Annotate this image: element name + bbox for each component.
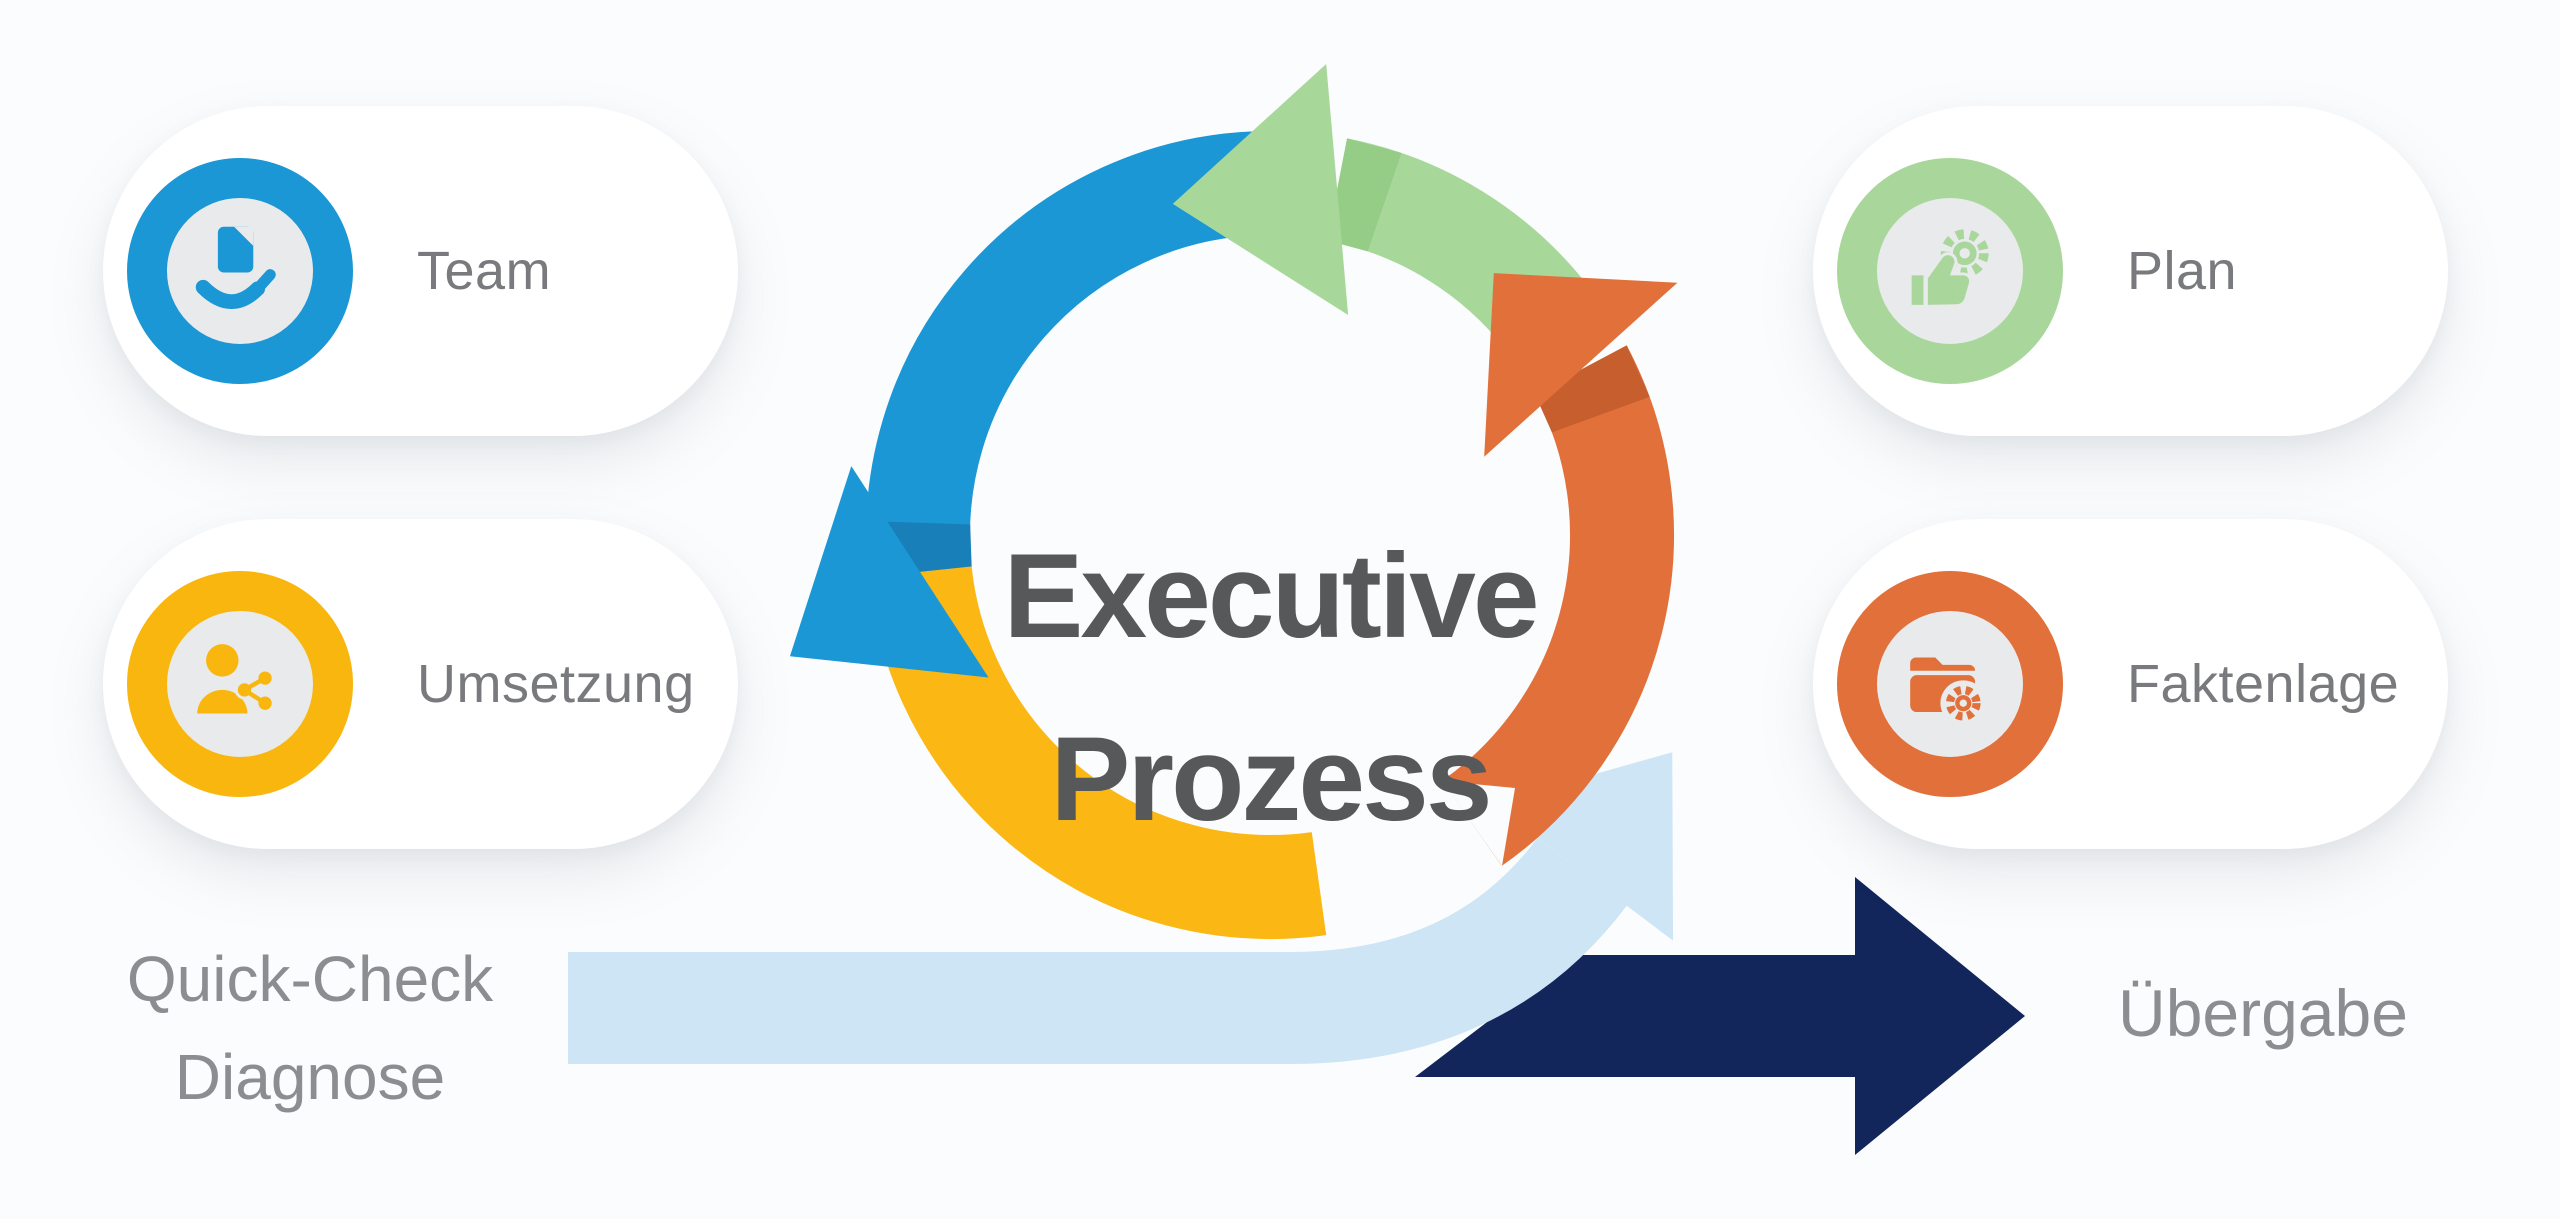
thumbs-up-gear-icon (1908, 229, 1989, 308)
flow-input-line2: Diagnose (174, 1041, 446, 1113)
flow-output-label: Übergabe (2118, 976, 2408, 1050)
team-arc-arrowhead (789, 466, 989, 678)
card-plan: Plan (1813, 106, 2448, 436)
flow-input-line1: Quick-Check (126, 943, 494, 1015)
card-label-umsetzung: Umsetzung (417, 654, 695, 714)
faktenlage-arc-arrowhead (1484, 273, 1678, 457)
faktenlage-icon-ring (1837, 571, 2063, 797)
plan-icon-ring (1837, 158, 2063, 384)
umsetzung-icon-ring (127, 571, 353, 797)
team-arc (866, 131, 1261, 578)
card-label-faktenlage: Faktenlage (2127, 654, 2400, 714)
card-team: Team (103, 106, 738, 436)
flow-input-label: Quick-Check Diagnose (55, 930, 565, 1126)
card-faktenlage: Faktenlage (1813, 519, 2448, 849)
cycle-title-line1: Executive (1003, 529, 1539, 663)
cycle-title-line2: Prozess (1050, 712, 1492, 846)
hand-document-icon (195, 226, 276, 309)
faktenlage-arc-tail-notch (1442, 781, 1515, 866)
faktenlage-arc (1441, 345, 1674, 866)
handover-arrow (1415, 877, 2025, 1155)
card-label-plan: Plan (2127, 241, 2238, 301)
diagnose-flow-band (568, 837, 1627, 1064)
person-share-icon (197, 644, 275, 714)
plan-arc-arrowhead (1172, 63, 1349, 315)
folder-gear-icon (1910, 657, 1987, 727)
card-label-team: Team (417, 241, 552, 301)
team-icon-ring (127, 158, 353, 384)
faktenlage-arc-fold (1534, 345, 1650, 433)
plan-arc-fold (1327, 138, 1402, 252)
card-umsetzung: Umsetzung (103, 519, 738, 849)
cycle-title: Executive Prozess (968, 505, 1572, 871)
